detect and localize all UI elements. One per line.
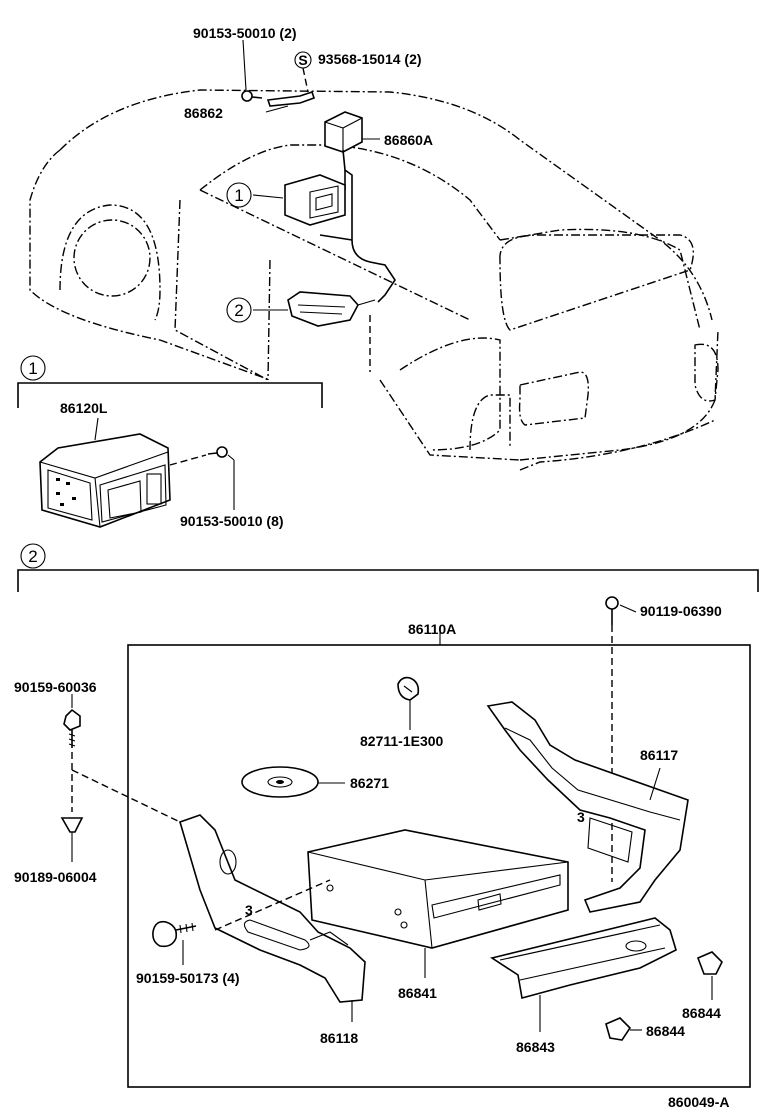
bolt-icon — [605, 596, 619, 610]
section-2-callout: 2 — [28, 547, 37, 566]
diagram-id: 860049-A — [668, 1094, 730, 1110]
label-86117: 86117 — [640, 747, 678, 763]
label-86841: 86841 — [398, 985, 437, 1001]
bracket-86117 — [486, 701, 689, 913]
player-86841 — [307, 829, 569, 949]
label-90153-top: 90153-50010 (2) — [193, 25, 297, 41]
label-86843: 86843 — [516, 1039, 555, 1055]
section-1 — [17, 382, 323, 528]
display-unit-in-vehicle — [284, 174, 346, 226]
label-90189: 90189-06004 — [14, 869, 97, 885]
label-90159-60036: 90159-60036 — [14, 679, 97, 695]
clip-icon — [60, 817, 84, 833]
label-86118: 86118 — [320, 1030, 358, 1046]
screw-icon — [696, 951, 723, 975]
bolt-icon — [63, 708, 81, 731]
label-82711: 82711-1E300 — [360, 733, 444, 749]
player-unit-in-vehicle — [287, 291, 359, 327]
top-hardware — [241, 39, 396, 372]
label-86844-a: 86844 — [682, 1005, 721, 1021]
svg-text:3: 3 — [245, 902, 253, 918]
label-86110A: 86110A — [408, 621, 456, 637]
callout-2: 2 — [234, 301, 243, 320]
label-86860A: 86860A — [384, 132, 433, 148]
s-mark-label: S — [298, 52, 307, 68]
label-90153-8: 90153-50010 (8) — [180, 513, 284, 529]
bolt-icon — [152, 920, 178, 948]
screw-icon — [605, 1017, 632, 1041]
label-86844-b: 86844 — [646, 1023, 685, 1039]
vehicle-outline — [29, 89, 719, 471]
label-90159-50173: 90159-50173 (4) — [136, 970, 240, 986]
bolt-icon — [241, 90, 253, 102]
screw-icon — [216, 446, 228, 458]
section-1-callout: 1 — [28, 359, 37, 378]
label-86862: 86862 — [184, 105, 223, 121]
callouts: 1 2 1 2 S — [20, 52, 308, 569]
bracket-86862 — [266, 90, 316, 107]
head-unit-86120L — [39, 433, 171, 528]
label-90119: 90119-06390 — [640, 603, 722, 619]
callout-1: 1 — [234, 186, 243, 205]
label-93568: 93568-15014 (2) — [318, 51, 422, 67]
label-86271: 86271 — [350, 775, 389, 791]
bracket-86843 — [490, 917, 677, 1000]
part-labels: 90153-50010 (2) 93568-15014 (2) 86862 86… — [14, 25, 730, 1110]
bracket-86118 — [179, 814, 366, 1003]
label-86120L: 86120L — [60, 400, 108, 416]
svg-text:3: 3 — [577, 809, 585, 825]
assembly-86110A-frame — [127, 644, 751, 1088]
section-2: 3 3 — [17, 569, 759, 1088]
